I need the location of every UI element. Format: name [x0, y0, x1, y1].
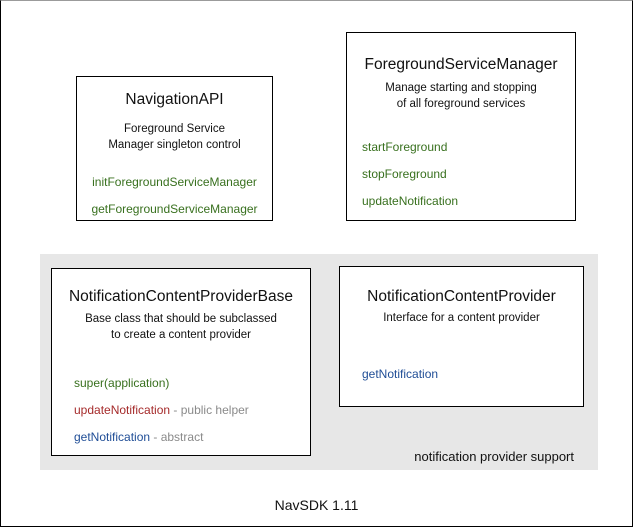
class-box-navigation-api: NavigationAPI Foreground Service Manager… — [76, 76, 273, 221]
method-name: updateNotification — [362, 194, 458, 208]
class-description: Interface for a content provider — [340, 311, 583, 327]
method-list: startForeground stopForeground updateNot… — [347, 140, 575, 208]
method-name: getNotification — [74, 430, 150, 444]
method-annotation: - abstract — [150, 430, 203, 444]
method-list: super(application) updateNotification - … — [52, 376, 310, 444]
method-name: initForegroundServiceManager — [92, 175, 257, 189]
method-entry: super(application) — [74, 376, 310, 390]
panel-label: notification provider support — [414, 449, 574, 464]
method-list: getNotification — [340, 367, 583, 381]
method-entry: stopForeground — [362, 167, 575, 181]
class-description: Foreground Service Manager singleton con… — [77, 122, 272, 153]
method-entry: getNotification — [362, 367, 583, 381]
method-name: super(application) — [74, 376, 169, 390]
description-line: of all foreground services — [347, 97, 575, 113]
class-title: NotificationContentProviderBase — [52, 288, 310, 306]
method-entry: initForegroundServiceManager — [77, 175, 272, 189]
class-box-foreground-service-manager: ForegroundServiceManager Manage starting… — [346, 32, 576, 221]
method-entry: getNotification - abstract — [74, 430, 310, 444]
class-description: Base class that should be subclassed to … — [52, 312, 310, 343]
description-line: Manager singleton control — [77, 138, 272, 154]
class-box-notification-content-provider: NotificationContentProvider Interface fo… — [339, 266, 584, 407]
method-entry: startForeground — [362, 140, 575, 154]
description-line: Manage starting and stopping — [347, 81, 575, 97]
class-description: Manage starting and stopping of all fore… — [347, 81, 575, 112]
class-title: NavigationAPI — [77, 91, 272, 109]
class-box-notification-content-provider-base: NotificationContentProviderBase Base cla… — [51, 268, 311, 456]
description-line: Interface for a content provider — [340, 311, 583, 327]
method-name: startForeground — [362, 140, 447, 154]
description-line: Foreground Service — [77, 122, 272, 138]
method-entry: updateNotification — [362, 194, 575, 208]
class-title: ForegroundServiceManager — [347, 56, 575, 74]
description-line: to create a content provider — [52, 328, 310, 344]
method-list: initForegroundServiceManager getForegrou… — [77, 175, 272, 216]
method-annotation: - public helper — [170, 403, 249, 417]
method-name: stopForeground — [362, 167, 447, 181]
class-title: NotificationContentProvider — [340, 288, 583, 306]
method-name: updateNotification — [74, 403, 170, 417]
notification-support-panel: NotificationContentProviderBase Base cla… — [40, 254, 598, 470]
description-line: Base class that should be subclassed — [52, 312, 310, 328]
footer-caption: NavSDK 1.11 — [1, 497, 632, 513]
method-name: getNotification — [362, 367, 438, 381]
method-entry: updateNotification - public helper — [74, 403, 310, 417]
method-entry: getForegroundServiceManager — [77, 202, 272, 216]
method-name: getForegroundServiceManager — [91, 202, 257, 216]
